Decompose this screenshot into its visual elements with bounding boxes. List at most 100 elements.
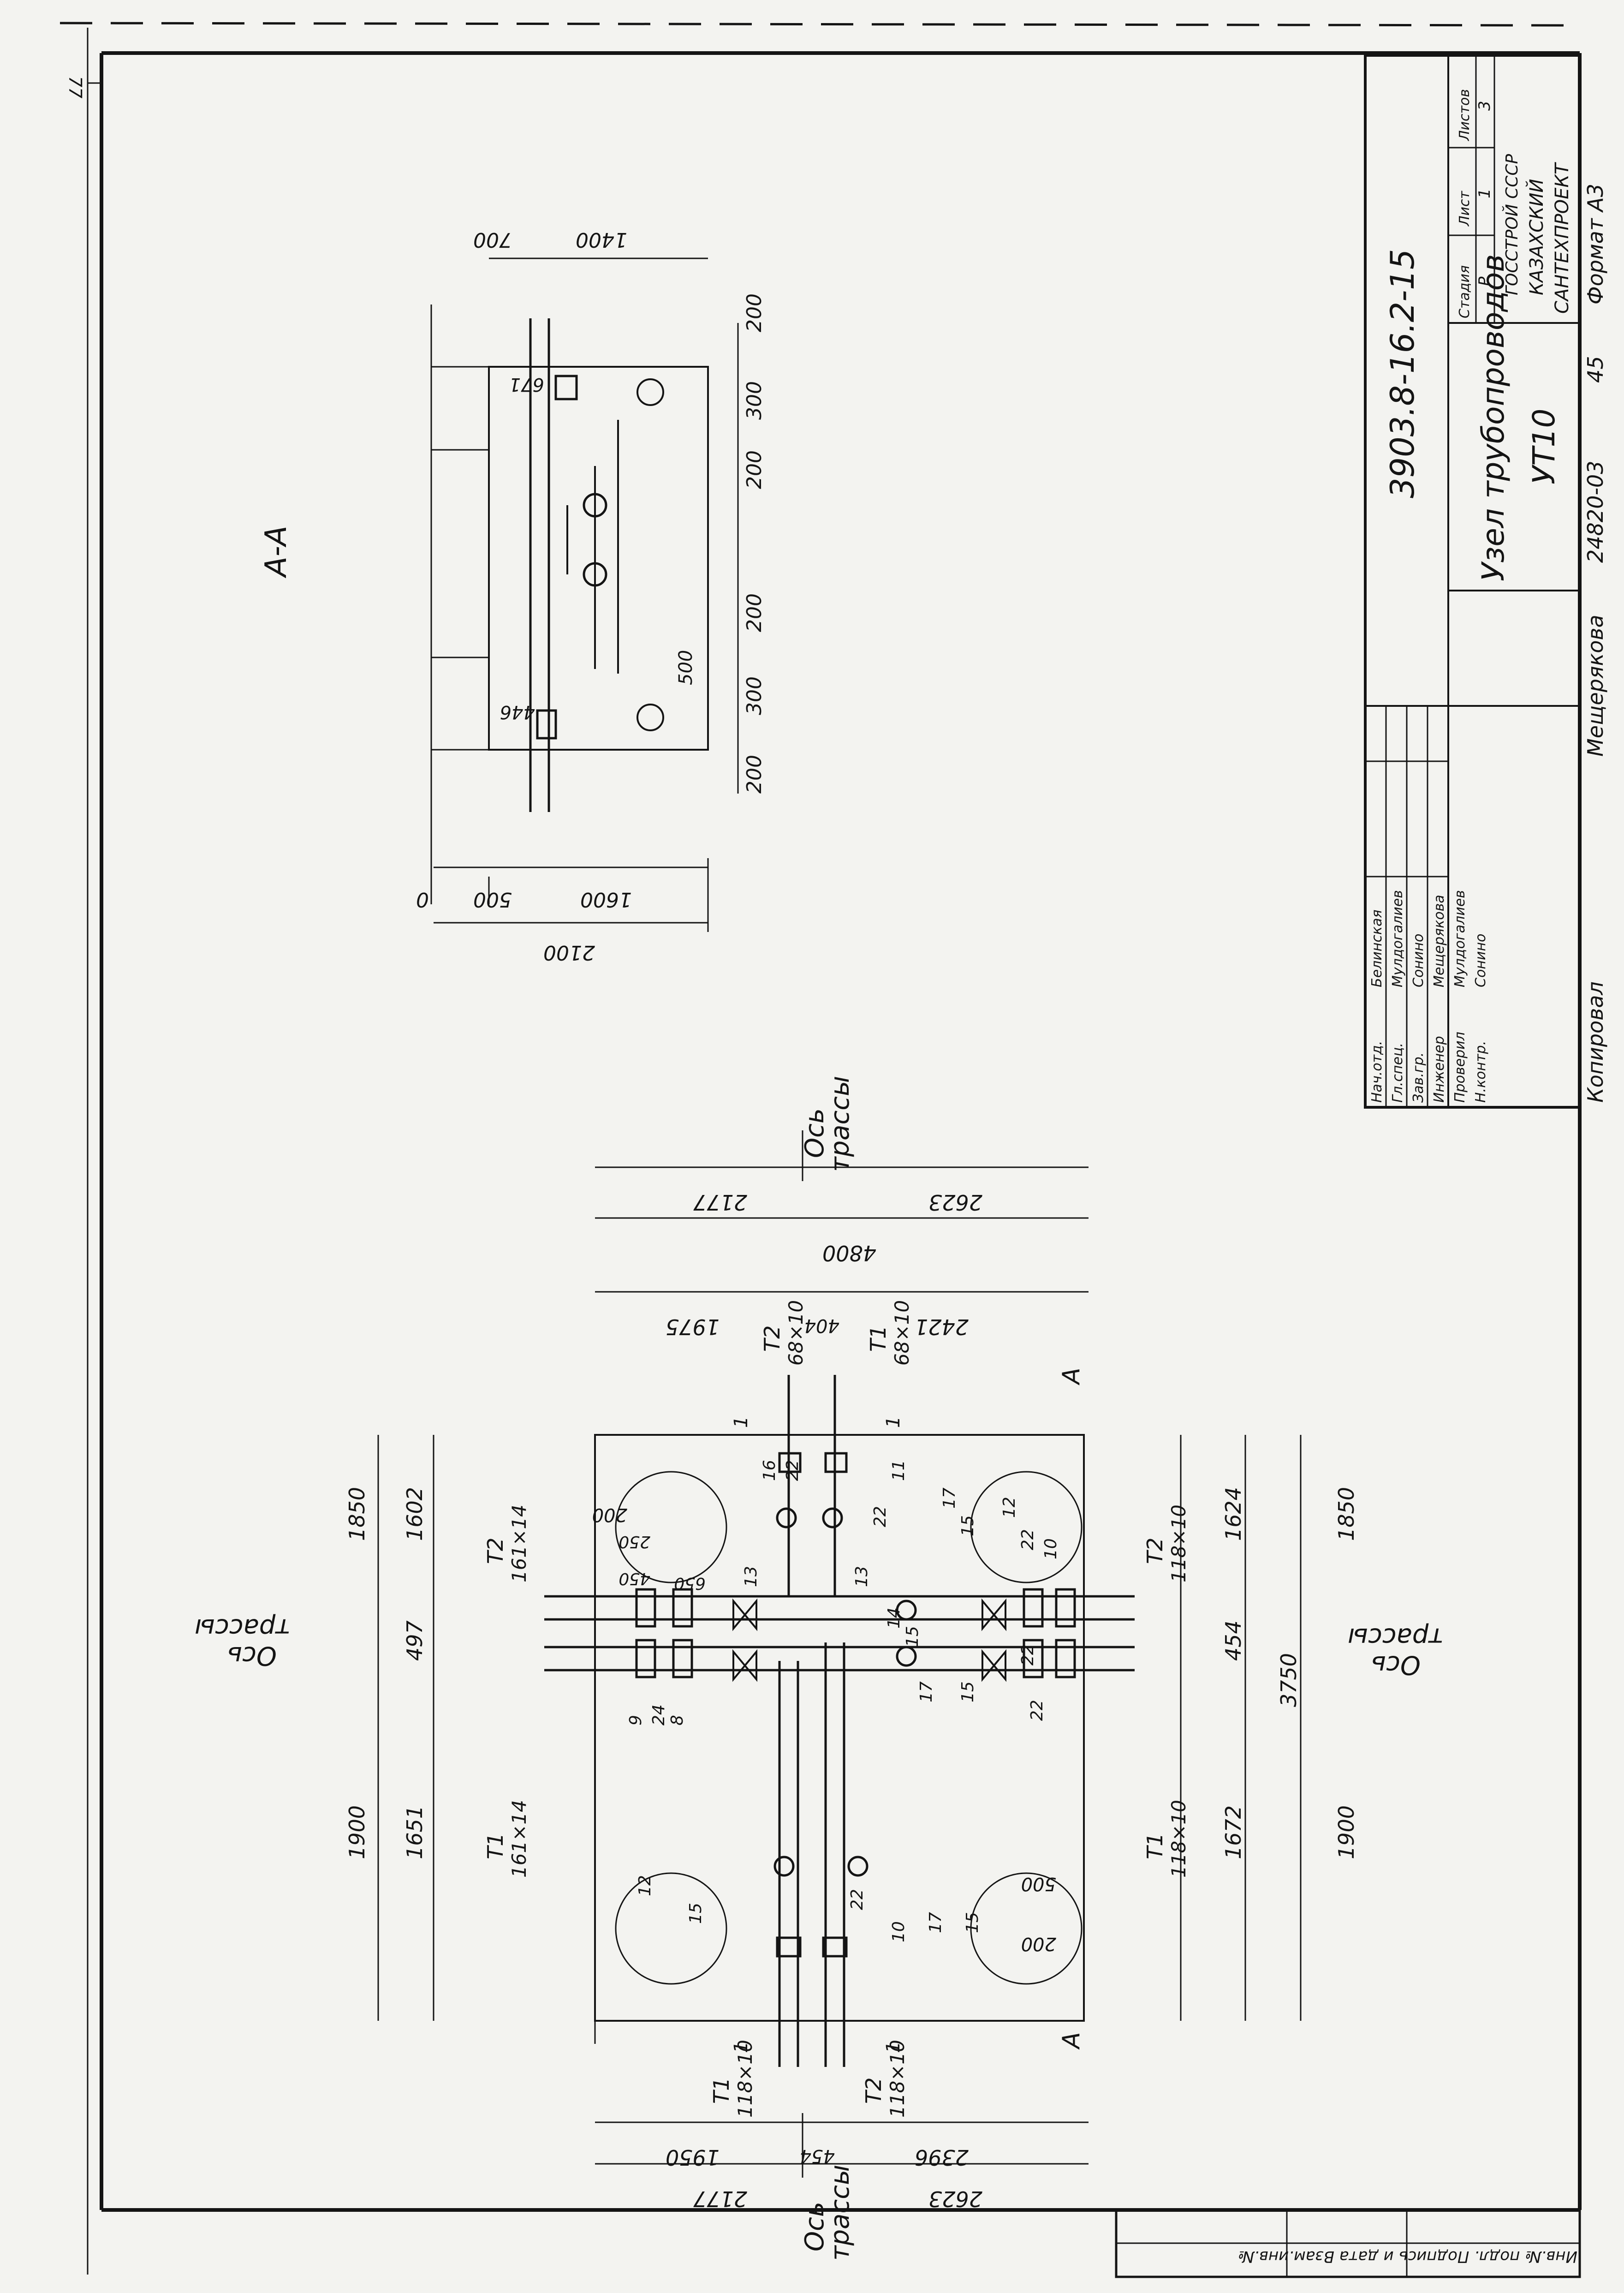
- section-dim-bottom-0: 0: [416, 888, 429, 911]
- stage-header: Стадия: [1457, 265, 1473, 318]
- plan-dim-left-1850: 1850: [345, 1487, 369, 1541]
- section-title: А-А: [259, 525, 293, 579]
- staff-name-1: Белинская: [1369, 910, 1385, 987]
- callout-16: 15: [958, 1681, 977, 1702]
- copied-by: Мещерякова: [1583, 615, 1608, 757]
- plan-dim-top-404: 404: [804, 1315, 839, 1336]
- plan-inner-dim-250: 250: [619, 1532, 650, 1551]
- callout-22: 22: [848, 1889, 867, 1910]
- section-dim-right-3: 200: [743, 450, 766, 489]
- plan-dim-bottom-1950: 1950: [666, 2145, 720, 2170]
- plan-dim-left-497: 497: [402, 1620, 427, 1661]
- plan-dim-left-1900: 1900: [345, 1805, 369, 1859]
- staff-name-2: Мулдогалиев: [1390, 890, 1406, 987]
- section-dim-bottom-2100: 2100: [543, 941, 595, 964]
- pipe-label-t1-right-name: Т1: [1142, 1833, 1167, 1859]
- pipe-label-t2-right-size: 118×10: [1167, 1505, 1190, 1582]
- sheet-number-2: 45: [1583, 356, 1608, 383]
- axis-label-left-1: Ось: [227, 1641, 277, 1671]
- plan-inner-dim-450: 450: [619, 1569, 650, 1588]
- sheets-header: Листов: [1457, 89, 1473, 141]
- callout-20: 12: [636, 1875, 654, 1896]
- plan-dim-left-1651: 1651: [402, 1805, 427, 1859]
- pipe-label-t1-right-size: 118×10: [1167, 1800, 1190, 1878]
- callout-15: 17: [917, 1681, 936, 1702]
- sheets-value: 3: [1475, 101, 1494, 111]
- section-dim-top-1: 700: [473, 228, 512, 251]
- plan-inner-dim-200-bottom: 200: [1021, 1933, 1056, 1954]
- callout-23: 10: [889, 1921, 908, 1942]
- section-dim-right-6: 200: [743, 755, 766, 794]
- callout-9: 10: [1041, 1538, 1060, 1559]
- plan-dim-right-454: 454: [1221, 1620, 1246, 1661]
- section-dim-right-2: 300: [743, 381, 766, 420]
- title-line-2: УТ10: [1526, 408, 1562, 484]
- section-a-a: А-А 700 1400 200 300 200 200 300 200 0: [259, 228, 766, 964]
- plan-dim-top-2421: 2421: [915, 1314, 969, 1339]
- plan-inner-dim-650: 650: [674, 1574, 706, 1593]
- callout-10: 13: [852, 1566, 871, 1587]
- org-line-1: ГОССТРОЙ СССР: [1502, 154, 1522, 295]
- callout-6: 15: [958, 1515, 977, 1536]
- callout-3: 11: [889, 1460, 908, 1481]
- pipe-label-t2-bottom-size: 118×10: [886, 2040, 909, 2118]
- pipe-label-t2-left-name: Т2: [483, 1538, 508, 1564]
- callout-12: 14: [885, 1607, 904, 1629]
- cut-mark-top-right: 1: [883, 1416, 904, 1428]
- plan-dim-bottom-454: 454: [800, 2145, 835, 2167]
- cut-mark-bottom-left: 1: [731, 2042, 752, 2053]
- plan-dim-right-1624: 1624: [1221, 1487, 1246, 1541]
- pipe-label-t1-left-size: 161×14: [508, 1800, 530, 1878]
- pipe-label-t1-bottom-size: 118×10: [734, 2040, 756, 2118]
- pipe-label-t1-left-name: Т1: [483, 1833, 508, 1859]
- plan-dim-right-1850: 1850: [1334, 1487, 1359, 1541]
- staff-role-4: Инженер: [1431, 1036, 1447, 1103]
- designation: 3903.8-16.2-15: [1384, 249, 1422, 498]
- pipe-label-t2-right-name: Т2: [1142, 1538, 1167, 1564]
- staff-role-1: Нач.отд.: [1369, 1041, 1385, 1103]
- pipe-label-t1-top-name: Т1: [866, 1326, 891, 1352]
- section-label-500: 500: [675, 650, 696, 685]
- axis-label-top-1: Ось: [800, 1108, 830, 1158]
- pipe-label-t1-top-size: 68×10: [891, 1300, 913, 1366]
- section-mark-top: А: [1058, 1367, 1085, 1385]
- staff-role-2: Гл.спец.: [1390, 1043, 1406, 1103]
- pipe-label-t2-top-name: Т2: [760, 1326, 785, 1352]
- plan-dim-top-2177: 2177: [693, 1190, 747, 1215]
- callout-25: 15: [963, 1912, 982, 1933]
- plan-inner-dim-500: 500: [1021, 1873, 1056, 1894]
- section-dim-bottom-500: 500: [473, 888, 512, 911]
- plan-dim-bottom-2396: 2396: [915, 2145, 969, 2170]
- sheet-format: Формат А3: [1583, 184, 1608, 305]
- axis-label-bottom-1: Ось: [800, 2202, 830, 2251]
- staff-role-6: Н.контр.: [1473, 1041, 1489, 1103]
- plan-view: Ось трассы Ось трассы Ось трассы Ось тра…: [195, 1076, 1444, 2261]
- staff-name-3: Сонино: [1410, 934, 1427, 987]
- section-dim-right-4: 200: [743, 593, 766, 632]
- section-dim-right-1: 200: [743, 293, 766, 332]
- section-dim-bottom-1600: 1600: [580, 888, 632, 911]
- axis-label-right-2: трассы: [1348, 1622, 1444, 1652]
- callout-18: 24: [649, 1704, 668, 1726]
- title-line-1: Узел трубопроводов: [1475, 254, 1511, 581]
- section-mark-bottom: А: [1058, 2032, 1085, 2050]
- callout-21: 15: [686, 1903, 705, 1924]
- sheet-value: 1: [1475, 188, 1494, 198]
- callout-1: 16: [760, 1460, 779, 1481]
- callout-11: 13: [742, 1566, 761, 1587]
- copied-label: Копировал: [1583, 981, 1608, 1103]
- axis-label-right-1: Ось: [1371, 1650, 1421, 1680]
- plan-dim-right-1900: 1900: [1334, 1805, 1359, 1859]
- section-label-446: 446: [500, 701, 535, 723]
- callout-4: 22: [871, 1506, 890, 1527]
- sheet-number: 24820-03: [1583, 461, 1608, 563]
- callout-2: 22: [783, 1460, 802, 1481]
- stage-value: Р: [1475, 276, 1494, 286]
- section-label-671: 671: [509, 374, 544, 395]
- callout-26: 22: [1028, 1700, 1047, 1721]
- pipe-label-t2-top-size: 68×10: [785, 1300, 807, 1366]
- section-dim-right-5: 300: [743, 676, 766, 715]
- axis-label-left-2: трассы: [195, 1613, 291, 1643]
- section-dim-top-2: 1400: [576, 228, 627, 251]
